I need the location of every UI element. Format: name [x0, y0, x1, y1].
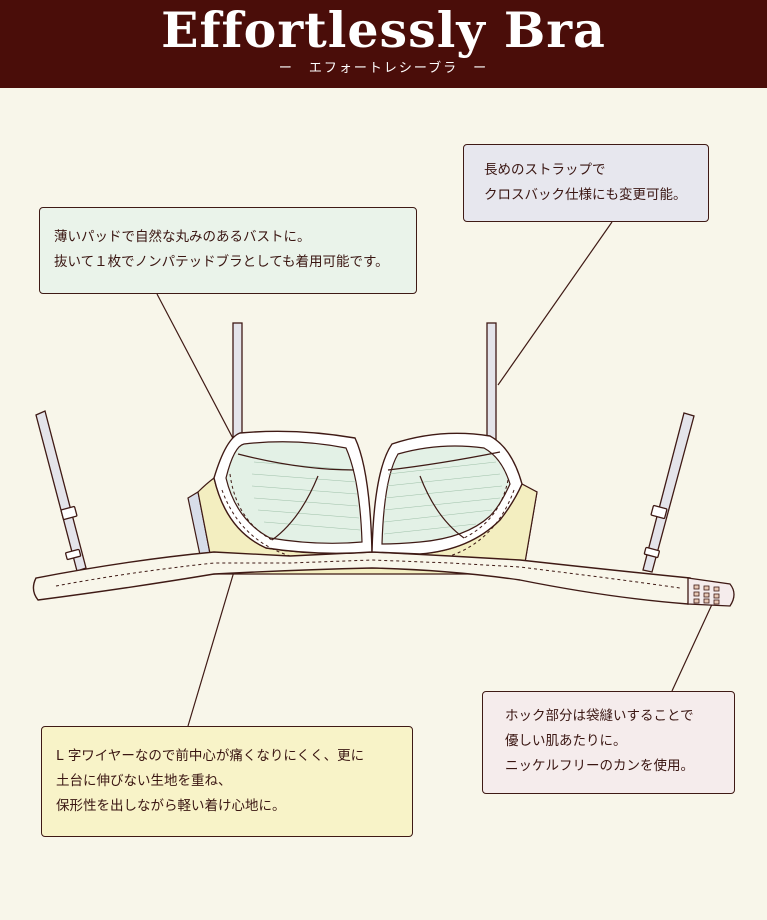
left-shoulder-strap [232, 322, 243, 442]
leader-line-hook [671, 599, 715, 692]
callout-hook-line-3: ニッケルフリーのカンを使用。 [505, 758, 694, 774]
hook-and-eye [687, 577, 735, 607]
right-side-strap [642, 412, 695, 573]
callout-wire-line-3: 保形性を出しながら軽い着け心地に。 [56, 798, 286, 814]
callout-wire-line-2: 土台に伸びない生地を重ね、 [56, 773, 232, 789]
center-gore [221, 489, 515, 557]
header-banner: Effortlessly Bra ー エフォートレシーブラ ー [0, 0, 767, 88]
leader-line-strap [497, 221, 613, 386]
callout-strap: 長めのストラップで クロスバック仕様にも変更可能。 [463, 144, 709, 222]
callout-pad: 薄いパッドで自然な丸みのあるバストに。 抜いて１枚でノンパテッドブラとしても着用… [39, 207, 417, 294]
callout-hook-line-1: ホック部分は袋縫いすることで [505, 708, 694, 724]
page-subtitle: ー エフォートレシーブラ ー [278, 61, 489, 76]
right-cup [371, 432, 523, 555]
left-side-strap [35, 410, 87, 572]
callout-strap-line-1: 長めのストラップで [484, 162, 606, 178]
band [32, 551, 691, 605]
right-shoulder-strap [486, 322, 497, 444]
callout-pad-line-1: 薄いパッドで自然な丸みのあるバストに。 [54, 229, 311, 245]
callout-strap-line-2: クロスバック仕様にも変更可能。 [484, 187, 687, 203]
callout-wire: L 字ワイヤーなので前中心が痛くなりにくく、更に 土台に伸びない生地を重ね、 保… [41, 726, 413, 837]
left-cup [213, 430, 373, 555]
callout-wire-line-1: L 字ワイヤーなので前中心が痛くなりにくく、更に [56, 748, 365, 764]
callout-hook: ホック部分は袋縫いすることで 優しい肌あたりに。 ニッケルフリーのカンを使用。 [482, 691, 735, 794]
callout-pad-line-2: 抜いて１枚でノンパテッドブラとしても着用可能です。 [54, 254, 389, 270]
page-title: Effortlessly Bra [161, 1, 606, 59]
shoulder-straps [232, 322, 497, 444]
callout-hook-line-2: 優しい肌あたりに。 [505, 733, 627, 749]
